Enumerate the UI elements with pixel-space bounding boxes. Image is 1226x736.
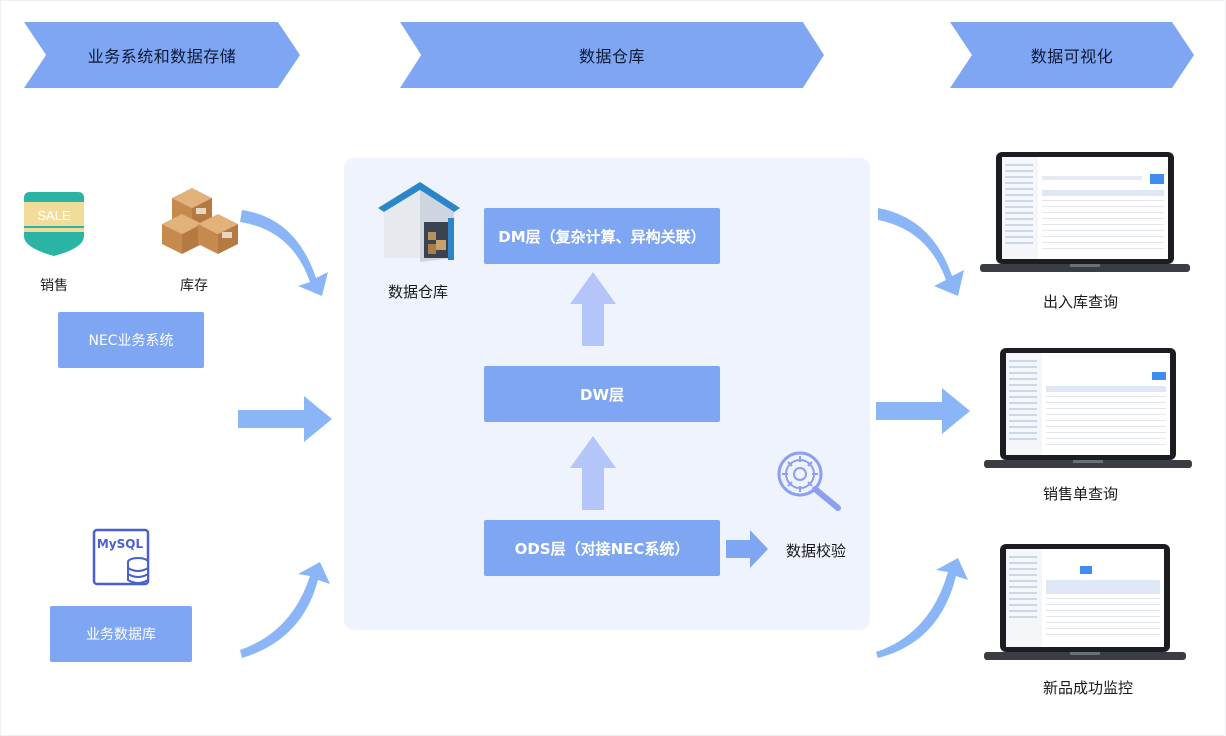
output-arrow-right [876,388,970,434]
output-arrow-curved-down [878,208,964,296]
business-database-box: 业务数据库 [50,606,192,662]
warehouse-title: 数据仓库 [388,283,449,301]
output-label-inventory: 出入库查询 [1043,293,1119,311]
magnifier-check-icon [777,451,841,511]
dw-layer-box: DW层 [484,366,720,422]
ods-layer-box: ODS层（对接NEC系统） [484,520,720,576]
dm-layer-box: DM层（复杂计算、异构关联） [484,208,720,264]
stage-banner-sources: 业务系统和数据存储 [24,22,300,88]
mysql-text: MySQL [97,537,144,551]
ods-layer-label: ODS层（对接NEC系统） [514,539,690,558]
data-validation-label: 数据校验 [786,542,847,560]
sale-tag-icon: SALE [24,192,84,256]
nec-system-label: NEC业务系统 [88,333,174,349]
flow-arrow-right [238,396,332,442]
stage-label: 数据仓库 [578,47,645,66]
output-arrow-curved-up [876,558,968,658]
laptop-screen-new-product-monitor [984,544,1186,660]
stage-label: 业务系统和数据存储 [87,47,237,66]
mysql-database-icon: MySQL [92,528,150,586]
layer-arrow-up [570,436,616,510]
sales-label: 销售 [40,278,68,294]
dw-layer-label: DW层 [580,385,624,404]
stage-banner-warehouse: 数据仓库 [400,22,824,88]
business-db-label: 业务数据库 [86,627,156,643]
nec-system-box: NEC业务系统 [58,312,204,368]
stage-label: 数据可视化 [1030,47,1114,66]
flow-arrow-curved-up [240,562,330,658]
layer-arrow-up [570,272,616,346]
cardboard-boxes-icon [162,188,238,254]
output-label-sales: 销售单查询 [1043,485,1119,503]
validation-arrow-right [726,530,768,568]
flow-arrow-curved-down [240,210,328,296]
warehouse-building-icon [378,182,460,262]
laptop-screen-inventory-query [980,152,1190,272]
inventory-label: 库存 [180,278,208,294]
stage-banner-visualization: 数据可视化 [950,22,1194,88]
dm-layer-label: DM层（复杂计算、异构关联） [498,227,706,246]
sale-badge-text: SALE [37,208,71,223]
laptop-screen-sales-query [984,348,1192,468]
output-label-new-product: 新品成功监控 [1043,679,1134,697]
